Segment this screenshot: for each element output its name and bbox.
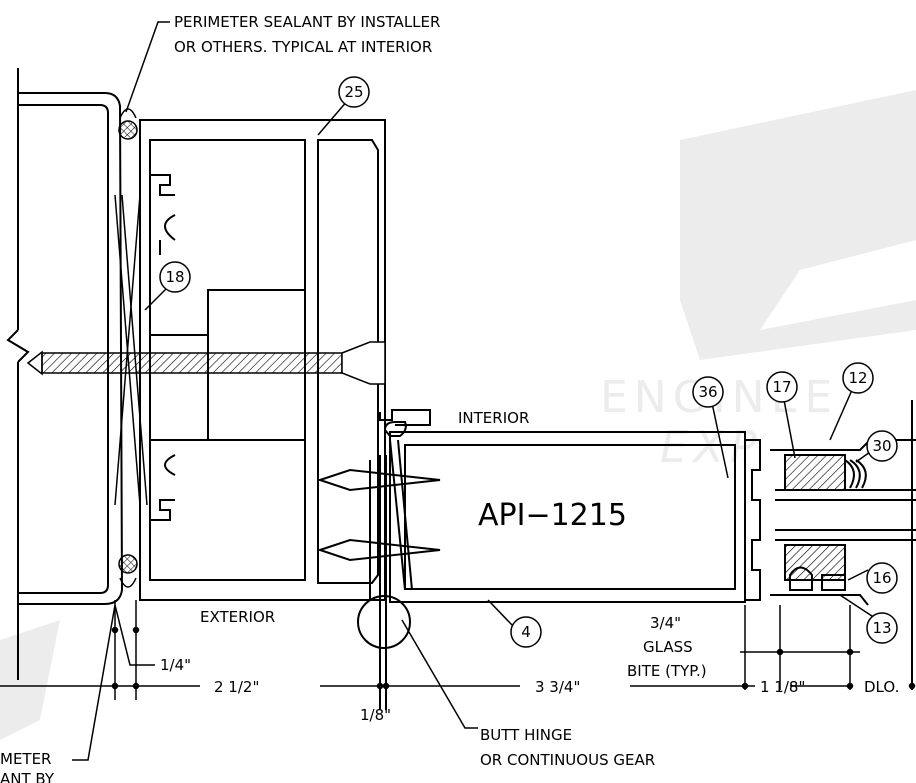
callout-36: 36: [698, 383, 717, 401]
hinge-note-2: OR CONTINUOUS GEAR: [480, 751, 655, 769]
callout-16: 16: [872, 569, 891, 587]
dim-one-eighth: 1 1/8": [760, 678, 805, 696]
callout-bubble-4: [510, 616, 542, 648]
callout-bubble-36: [692, 376, 724, 408]
wall-substrate: [6, 68, 124, 680]
callout-13: 13: [872, 619, 891, 637]
glass-bite-1: 3/4": [650, 614, 681, 632]
notes: PERIMETER SEALANT BY INSTALLER OR OTHERS…: [0, 13, 707, 783]
callout-bubble-30: [866, 430, 898, 462]
callout-25: 25: [344, 83, 363, 101]
dim-dlo: DLO.: [864, 678, 899, 696]
part-number-label: API−1215: [478, 498, 627, 533]
leader-lines: [72, 21, 879, 761]
callout-30: 30: [872, 437, 891, 455]
callout-17: 17: [772, 378, 791, 396]
dimension-lines: [0, 600, 916, 700]
callout-bubble-12: [842, 362, 874, 394]
callout-4: 4: [521, 623, 531, 641]
dim-eighth: 1/8": [360, 706, 391, 724]
fastener-screw: [26, 341, 386, 385]
callout-bubble-17: [766, 371, 798, 403]
callout-bubbles: [159, 76, 898, 648]
callout-numbers: 25 18 36 17 12 30 16 13 4: [165, 83, 891, 641]
sealant-note-bottom-1: METER: [0, 750, 51, 768]
callout-bubble-13: [866, 612, 898, 644]
hinge-knuckle: [357, 409, 431, 710]
dim-three-three-quarter: 3 3/4": [535, 678, 580, 696]
glass-bite-3: BITE (TYP.): [627, 662, 707, 680]
glass-bite-2: GLASS: [643, 638, 693, 656]
glazing-assembly: [770, 400, 916, 690]
hinge-note-1: BUTT HINGE: [480, 726, 572, 744]
perimeter-sealant: [118, 108, 138, 588]
callout-12: 12: [848, 369, 867, 387]
door-stile-extrusion: [316, 431, 761, 603]
dimension-text: 1/4" 2 1/2" 1/8" 3 3/4" 1 1/8" DLO.: [160, 656, 899, 724]
callout-bubble-25: [338, 76, 370, 108]
watermark-line2: EXP: [660, 422, 762, 473]
callout-18: 18: [165, 268, 184, 286]
callout-bubble-16: [866, 562, 898, 594]
sealant-note-top-2: OR OTHERS. TYPICAL AT INTERIOR: [174, 38, 432, 56]
sealant-note-bottom-2: ANT BY: [0, 770, 55, 783]
exterior-label: EXTERIOR: [200, 608, 275, 626]
dim-quarter: 1/4": [160, 656, 191, 674]
interior-label: INTERIOR: [458, 409, 529, 427]
dim-two-half: 2 1/2": [214, 678, 259, 696]
shim-item-18: [114, 194, 148, 506]
sealant-note-top-1: PERIMETER SEALANT BY INSTALLER: [174, 13, 440, 31]
callout-bubble-18: [159, 261, 191, 293]
